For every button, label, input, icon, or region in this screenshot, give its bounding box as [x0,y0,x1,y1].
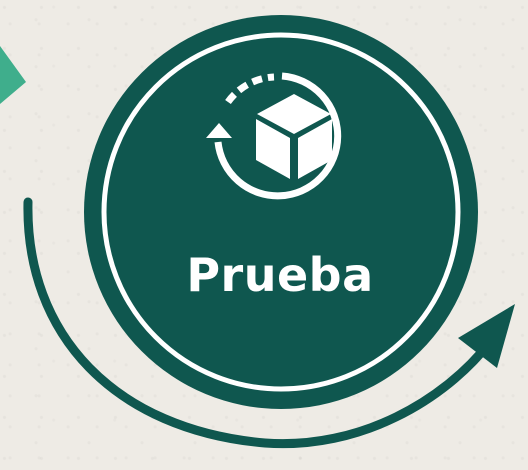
stage-circle [84,15,478,409]
stage-inner-ring [101,32,461,392]
box-cycle-icon [206,72,342,200]
stage-label: Prueba [186,248,374,302]
previous-step-arrow-icon [0,46,26,104]
stage-label-container: Prueba [100,235,460,315]
arrowhead-icon [458,304,515,368]
cycle-arrow [23,197,515,449]
